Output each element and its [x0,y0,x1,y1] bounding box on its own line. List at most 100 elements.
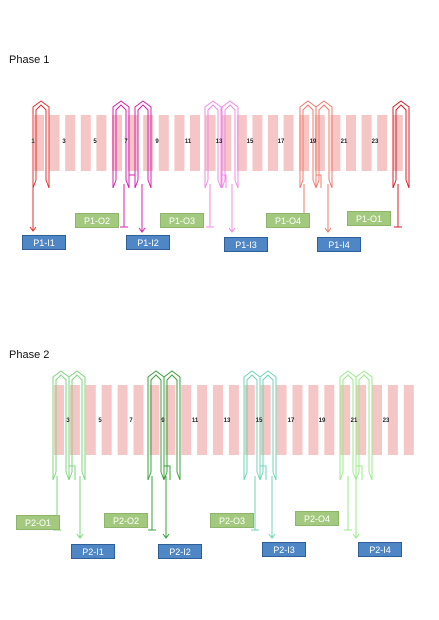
p1-slot-label: 19 [310,139,317,145]
p2-coil-bottom-link [339,471,344,481]
p2-coil-jumper [164,465,171,480]
p1-input-label: P1-I4 [317,237,361,252]
p2-slot-label: 13 [224,418,231,424]
p2-coil-bottom-link [147,471,152,481]
p1-coil-outer-loop [392,100,410,188]
p1-slot [158,115,169,171]
p2-input-label: P2-I1 [71,544,115,559]
p2-coil-inner-loop [246,374,258,472]
p1-slot [361,115,372,171]
p2-slot [276,385,287,455]
p2-coil-bottom-link [259,471,264,481]
p2-output-label: P2-O3 [210,513,254,528]
p1-slot [236,115,247,171]
p1-slot-label: 13 [216,139,223,145]
p2-slot-label: 15 [256,418,263,424]
p1-coil-outer-loop [204,100,222,188]
phase-1-slots [34,115,403,171]
p1-slot [49,115,60,171]
p2-input-label: P2-I4 [358,542,402,557]
p1-coil-arrow [138,227,146,233]
p1-coil-jumper [129,174,136,188]
p1-coil-outer-loop [134,100,152,188]
p2-slot [372,385,382,455]
p2-slot [133,385,144,455]
p1-slot [112,115,122,171]
p2-slot [308,385,319,455]
p1-coil-inner-loop [395,104,407,180]
p2-coil-inner-loop [150,374,162,472]
p1-slot [268,115,278,171]
p1-slot-label: 17 [278,139,285,145]
p1-coil-arrow [228,227,236,233]
p1-slot-label: 7 [124,139,128,145]
p2-slot [117,385,128,455]
p2-coil-arrow [76,533,84,539]
p2-slot [165,385,176,455]
p1-slot [205,115,216,171]
p2-slot [292,385,303,455]
p2-coil-bottom-link [81,471,86,481]
p1-output-label: P1-O3 [160,213,204,228]
p1-coil [134,100,152,233]
p2-coil [259,370,277,539]
phase-2-title: Phase 2 [9,349,50,361]
p1-coil-outer-loop [112,100,130,188]
p1-coil-inner-loop [35,104,47,180]
p1-coil-bottom-link [315,179,320,189]
p1-coil [299,100,322,228]
p1-slot [299,115,310,171]
p1-coil-inner-loop [318,104,330,180]
p2-coil-bottom-link [68,471,73,481]
p1-coil-outer-loop [32,100,50,188]
p2-slot [85,385,96,455]
p2-coil-jumper [260,465,267,480]
p2-slot [228,385,239,455]
p1-coil-arrow [324,227,332,233]
p1-coil-inner-loop [224,104,236,180]
p2-coil-bottom-link [272,471,277,481]
p1-coil-bottom-link [147,179,152,189]
p1-coil-jumper [316,174,322,188]
p1-coil [315,100,333,233]
p2-coil-outer-loop [163,370,181,480]
p1-coil [392,100,410,228]
p1-output-label: P1-O2 [75,213,119,228]
p1-coil [204,100,227,228]
p2-slot-label: 17 [288,418,295,424]
p2-slot-label: 11 [192,418,199,424]
p2-coil-inner-loop [71,374,83,472]
p1-slot [34,115,44,171]
p2-coil-inner-loop [342,374,354,472]
p1-coil-inner-loop [207,104,219,180]
p1-coil-inner-loop [115,104,127,180]
p2-slot-label: 9 [161,418,165,424]
p1-coil-arrow [29,226,37,232]
p2-input-label: P2-I3 [262,542,306,557]
p1-input-label: P1-I3 [224,237,268,252]
p1-coil [29,100,50,232]
p1-input-label: P1-I1 [22,235,66,250]
p1-slot [174,115,185,171]
p2-output-label: P2-O2 [104,513,148,528]
phase-2-coils [52,370,373,539]
p1-slot-label: 21 [341,139,348,145]
p1-slot [221,115,232,171]
p2-slot [260,385,271,455]
p1-input-label: P1-I2 [126,235,170,250]
p2-slot [213,385,223,455]
p1-slot [190,115,200,171]
p1-coil-bottom-link [217,179,222,189]
p1-output-label: P1-O4 [266,213,310,228]
p2-slot-label: 23 [383,418,390,424]
p2-coil-jumper [356,465,363,480]
phase-2-slots [54,385,414,455]
p1-slot-label: 1 [31,139,35,145]
p2-slot-label: 19 [319,418,326,424]
p1-coil-bottom-link [234,179,239,189]
p1-slot [346,115,356,171]
p2-slot [101,385,112,455]
p2-output-label: P2-O1 [16,515,60,530]
p1-coil-bottom-link [405,179,410,189]
